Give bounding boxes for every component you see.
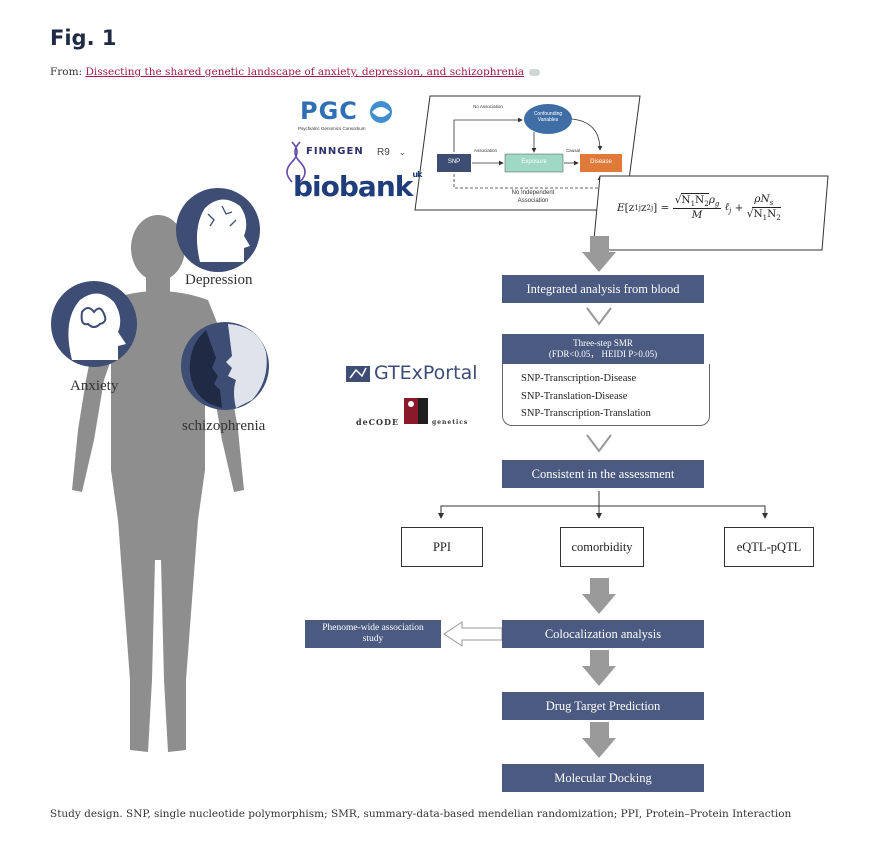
drug-target-box: Drug Target Prediction — [502, 692, 704, 720]
ppi-box: PPI — [401, 527, 483, 567]
arrow-2 — [582, 578, 616, 614]
biobank-wordmark: biobank — [293, 170, 413, 203]
smr-criteria: (FDR<0.05， HEIDI P>0.05) — [548, 349, 658, 359]
mr-diagram-panel — [414, 95, 641, 211]
exposure-label: Exposure — [521, 159, 547, 165]
snp-label: SNP — [447, 159, 461, 165]
chevron-arrows — [586, 307, 612, 453]
chevron-down-icon: ⌄ — [398, 147, 407, 157]
big-arrows — [582, 236, 616, 758]
source-line: From: Dissecting the shared genetic land… — [50, 66, 541, 78]
decode-logo-right: genetics — [432, 419, 469, 426]
finngen-logo: FINNGEN — [306, 146, 364, 157]
smr-item: SNP-Translation-Disease — [521, 390, 628, 402]
gtex-icon — [346, 366, 370, 382]
arrow-4 — [582, 722, 616, 758]
biobank-sup: uk — [412, 170, 422, 179]
finngen-release: R9 ⌄ — [377, 147, 406, 158]
integrated-analysis-box: Integrated analysis from blood — [502, 275, 704, 303]
no-association-label: No Association — [473, 104, 503, 109]
comorbidity-label: comorbidity — [571, 539, 633, 554]
branch-lines — [438, 491, 768, 519]
gtex-logo: GTExPortal — [374, 362, 478, 384]
smr-item: SNP-Transcription-Disease — [521, 373, 637, 384]
biobank-logo: biobankuk — [293, 170, 422, 203]
consistent-assessment-label: Consistent in the assessment — [531, 466, 675, 481]
human-silhouette — [72, 215, 244, 752]
smr-title: Three-step SMR — [573, 338, 633, 348]
smr-item: SNP-Transcription-Translation — [521, 408, 651, 419]
decode-icon — [404, 398, 428, 424]
schizophrenia-label: schizophrenia — [182, 418, 266, 434]
chevron-1 — [586, 307, 612, 326]
integrated-analysis-label: Integrated analysis from blood — [526, 281, 680, 296]
arrow-1 — [582, 236, 616, 272]
no-independent-label: No Independent — [511, 190, 555, 196]
anxiety-label: Anxiety — [70, 378, 119, 394]
disease-label: Disease — [590, 159, 612, 165]
from-prefix: From: — [50, 66, 86, 78]
schizophrenia-head-icon — [181, 322, 269, 410]
dna-icon — [286, 141, 306, 183]
arrow-3 — [582, 650, 616, 686]
figure-title: Fig. 1 — [50, 26, 117, 50]
phewas-label: Phenome-wide association study — [322, 623, 424, 644]
article-link[interactable]: Dissecting the shared genetic landscape … — [85, 66, 525, 78]
colocalization-label: Colocalization analysis — [544, 626, 662, 641]
eqtl-pqtl-label: eQTL-pQTL — [736, 539, 802, 554]
phewas-arrow — [443, 621, 503, 647]
figure-caption: Study design. SNP, single nucleotide pol… — [50, 808, 792, 820]
link-icon — [529, 68, 541, 76]
smr-list-box: SNP-Transcription-Disease SNP-Translatio… — [502, 364, 710, 426]
ppi-label: PPI — [432, 539, 452, 554]
association-bottom-label: Association — [517, 198, 549, 204]
association-label: Association — [474, 148, 498, 153]
consistent-assessment-box: Consistent in the assessment — [502, 460, 704, 488]
colocalization-box: Colocalization analysis — [502, 620, 704, 648]
decode-logo-left: deCODE — [356, 417, 400, 427]
comorbidity-box: comorbidity — [560, 527, 644, 567]
confounding-label: Confounding Variables — [533, 111, 563, 123]
depression-head-icon — [176, 188, 260, 272]
anxiety-head-icon — [51, 281, 137, 367]
smr-header-box: Three-step SMR (FDR<0.05， HEIDI P>0.05) — [502, 334, 704, 364]
chevron-2 — [586, 434, 612, 453]
causal-label: Causal — [566, 148, 581, 153]
formula-panel — [592, 175, 829, 251]
depression-label: Depression — [185, 272, 253, 288]
molecular-docking-box: Molecular Docking — [502, 764, 704, 792]
pgc-logo: PGC — [300, 97, 358, 125]
pgc-swirl-icon — [370, 101, 392, 123]
pgc-subtitle: Psychiatric Genomics Consortium — [298, 126, 366, 131]
drug-target-label: Drug Target Prediction — [545, 698, 661, 713]
eqtl-pqtl-box: eQTL-pQTL — [724, 527, 814, 567]
molecular-docking-label: Molecular Docking — [554, 770, 652, 785]
finngen-release-label: R9 — [377, 147, 390, 158]
phewas-box: Phenome-wide association study — [305, 620, 441, 648]
